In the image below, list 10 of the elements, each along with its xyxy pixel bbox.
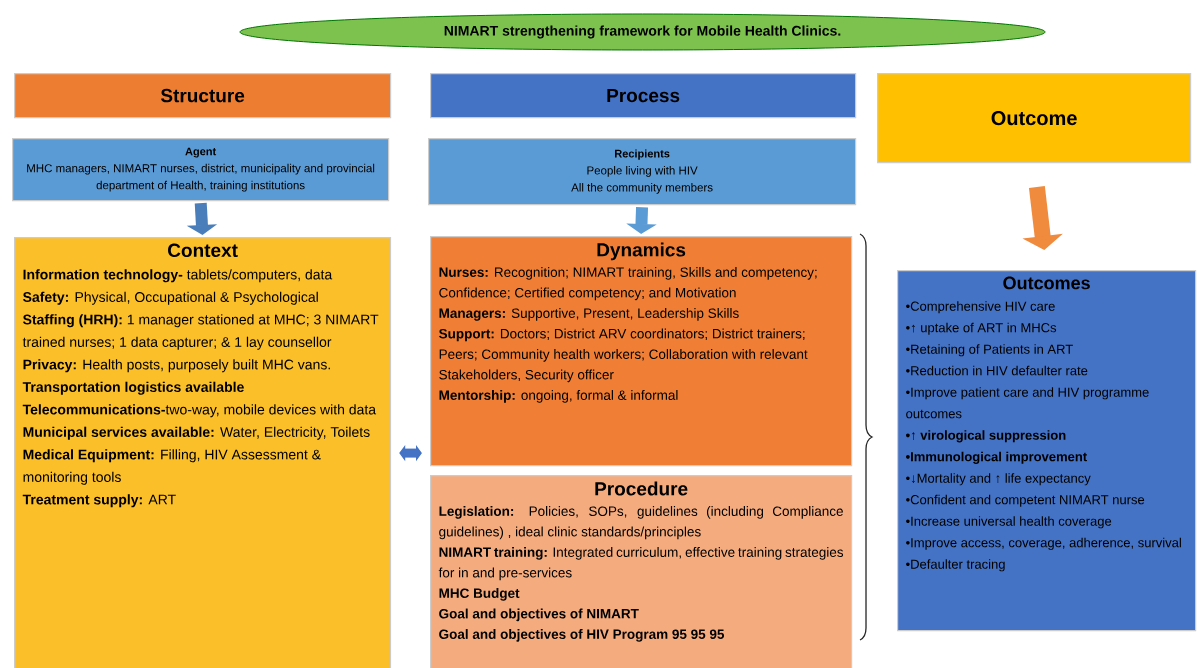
- agent-box: Agent MHC managers, NIMART nurses, district, municipality and provincial department of Health, training institutions: [12, 138, 390, 202]
- recipients-box: Recipients People living with HIV All the community members: [428, 138, 857, 206]
- column-header: Process: [430, 73, 857, 119]
- column-header: Structure: [14, 73, 392, 119]
- dynamics-box: Dynamics Nurses: Recognition; NIMART training, Skills and competency; Confidence; Certified competency; and Motivation Managers: Supportive, Present, Leadership Skills Support: Doctors; District ARV coordinators; District trainers; Peers; Community health workers; Collaboration with relevant Stakeholders, Security officer Mentorship: ongoing, formal & informal: [430, 236, 853, 467]
- procedure-box: Procedure Legislation: Policies, SOPs, guidelines (including Compliance guidelines) , ideal clinic standards/principles NIMART training: Integrated curriculum, effective training strategies for in and pre-services MHC Budget Goal and objectives of NIMART Goal and objectives of HIV Program 95 95 95: [430, 475, 853, 668]
- column-header: Outcome: [877, 73, 1192, 164]
- context-box: Context Information technology- tablets/computers, data Safety: Physical, Occupational & Psychological Staffing (HRH): 1 manager stationed at MHC; 3 NIMART trained nurses; 1 data capturer; & 1 lay counsellor Privacy: Health posts, purposely built MHC vans. Transportation logistics available Telecommunications-two-way, mobile devices with data Municipal services available: Water, Electricity, Toilets Medical Equipment: Filling, HIV Assessment & monitoring tools Treatment supply: ART: [14, 237, 392, 668]
- outcomes-box: Outcomes •Comprehensive HIV care •↑ uptake of ART in MHCs •Retaining of Patients in ART •Reduction in HIV defaulter rate •Improve patient care and HIV programme outcomes •↑ virological suppression •Immunological improvement •↓Mortality and ↑ life expectancy •Confident and competent NIMART nurse •Increase universal health coverage •Improve access, coverage, adherence, survival •Defaulter tracing: [897, 270, 1197, 632]
- block-arrow: [399, 444, 422, 462]
